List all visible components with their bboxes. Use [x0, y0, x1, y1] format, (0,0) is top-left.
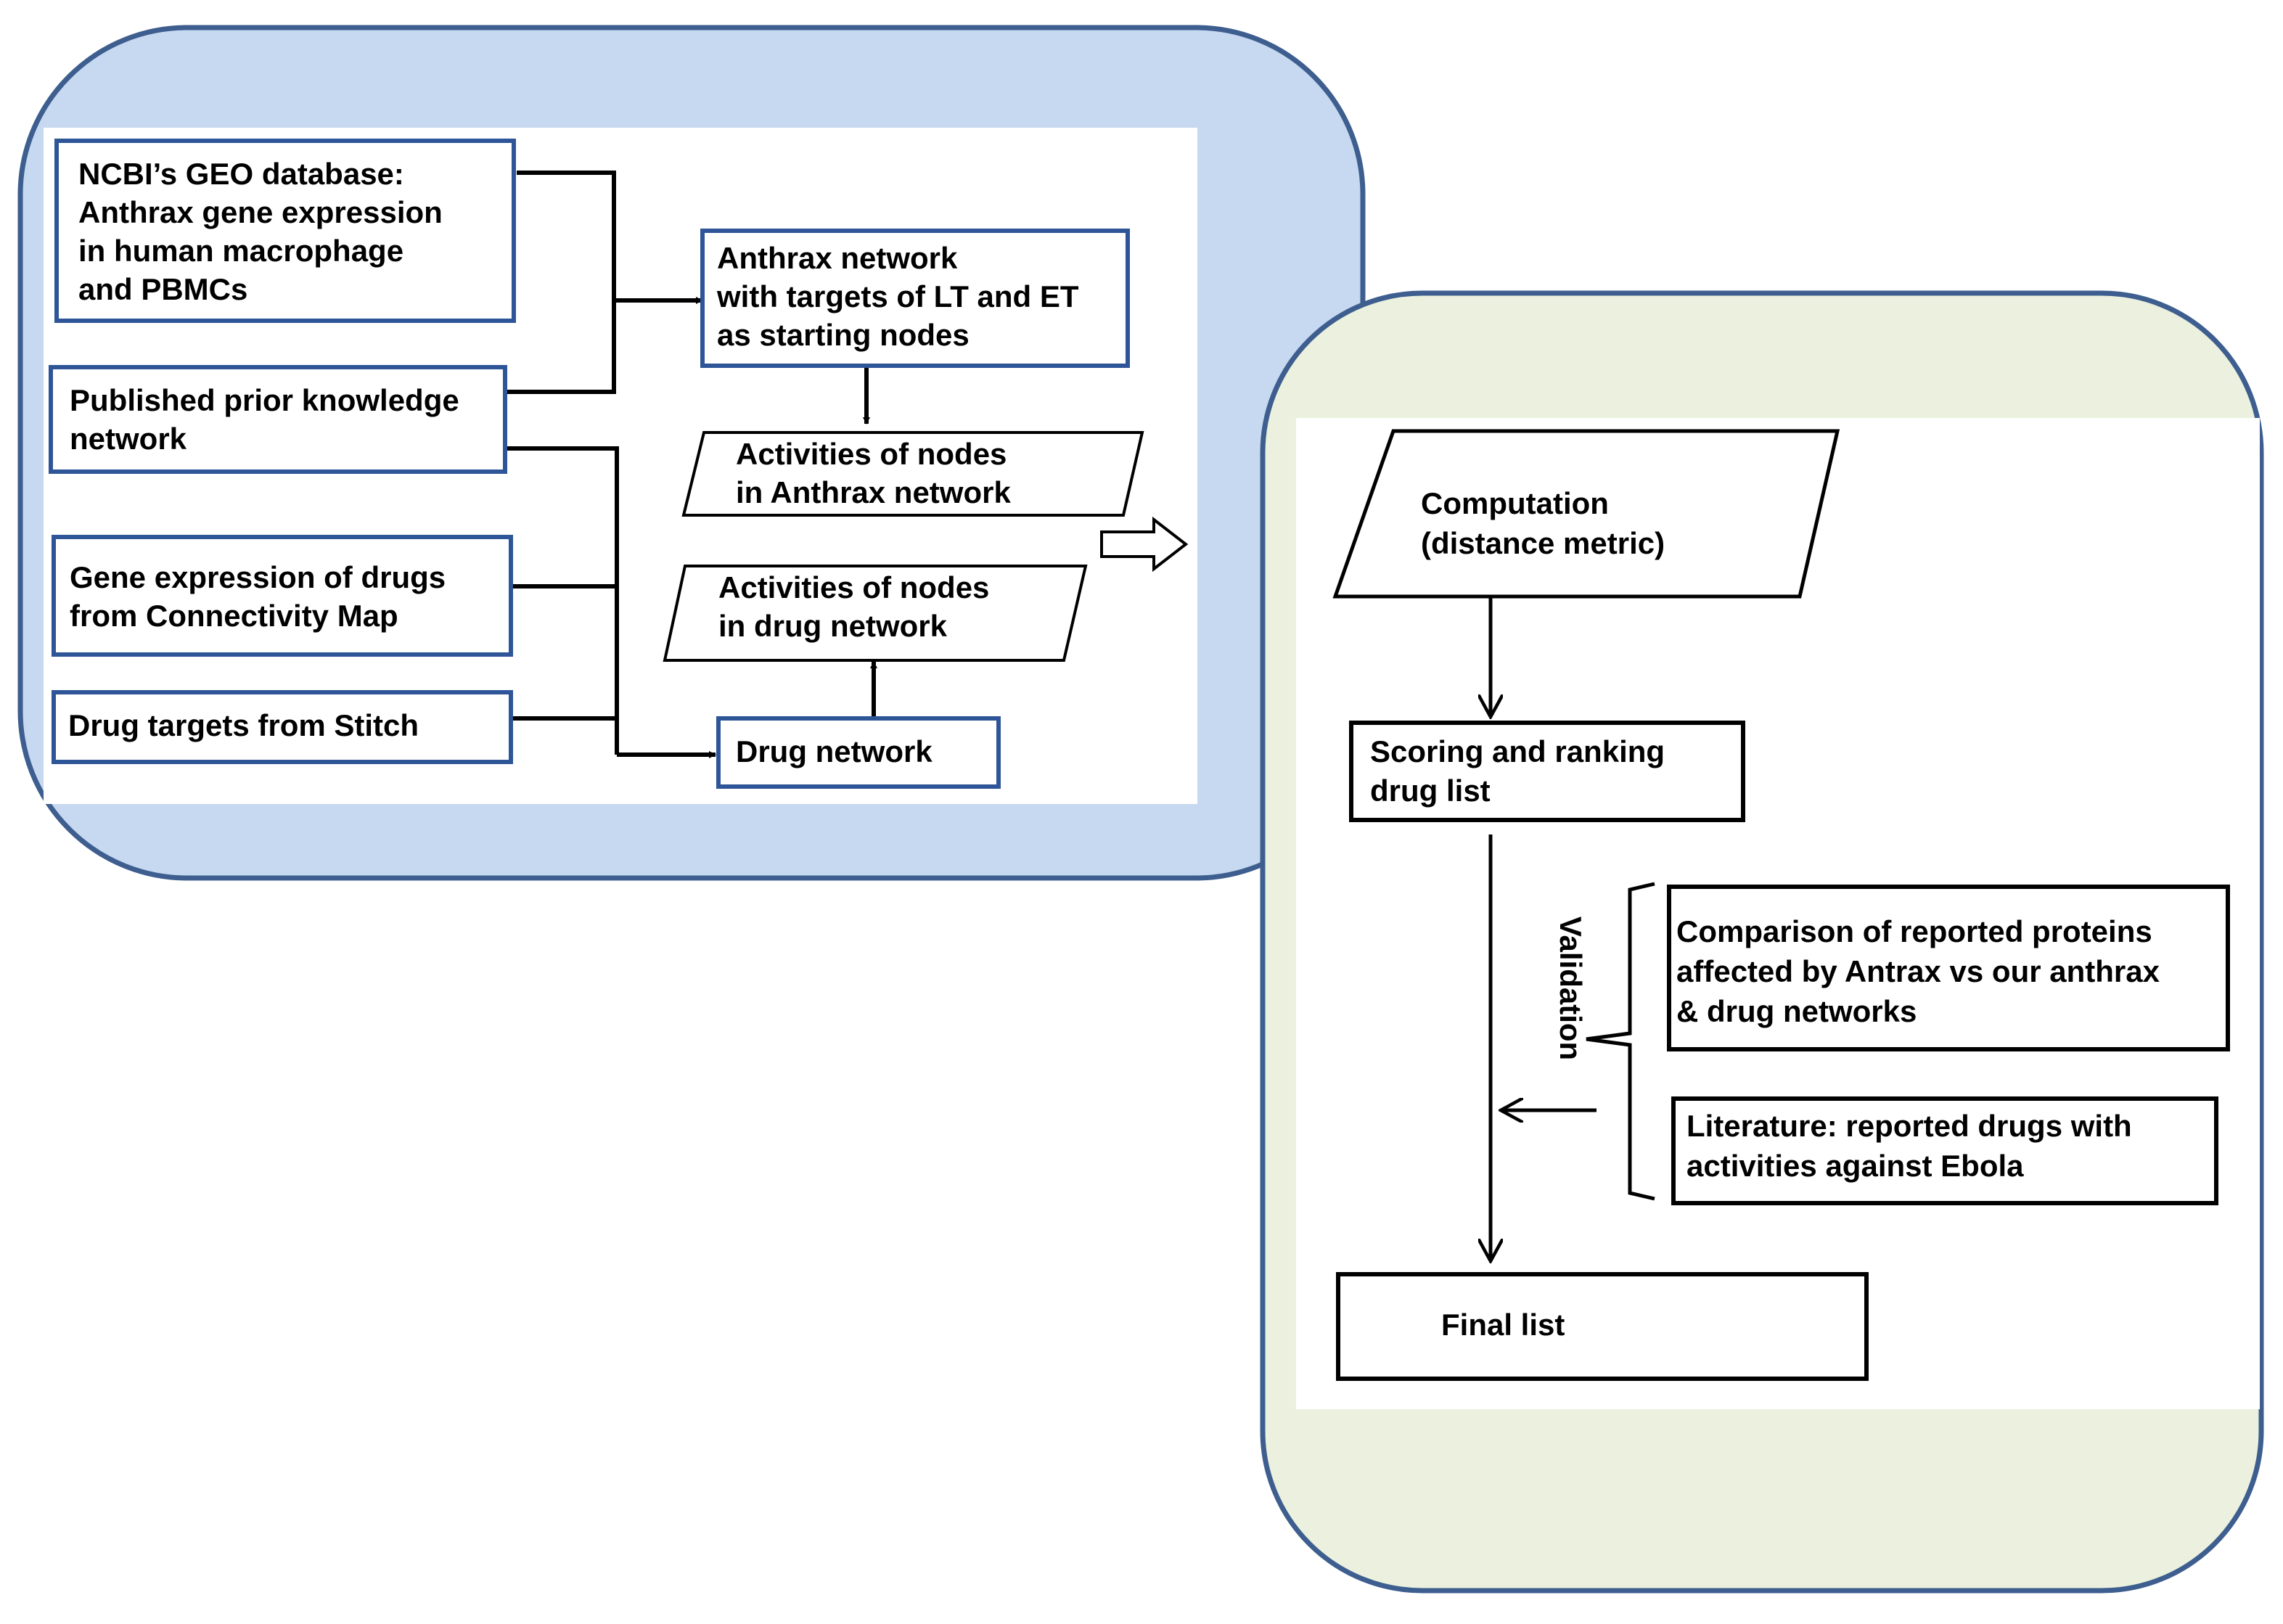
anthrax-line-1: Anthrax network [717, 241, 958, 275]
geo-line-4: and PBMCs [78, 272, 247, 306]
validation-label: Validation [1554, 916, 1588, 1060]
geo-database-box: NCBI’s GEO database: Anthrax gene expres… [54, 139, 516, 323]
final-list-box: Final list [1336, 1272, 1869, 1381]
connectivity-map-box: Gene expression of drugs from Connectivi… [52, 535, 513, 657]
drugnet-line-1: Drug network [736, 734, 933, 768]
drug-network-box: Drug network [716, 716, 1001, 789]
computation-line-2: (distance metric) [1421, 526, 1665, 560]
geo-line-1: NCBI’s GEO database: [78, 157, 404, 191]
stitch-line-1: Drug targets from Stitch [68, 708, 419, 742]
computation-parallelogram: Computation (distance metric) [1332, 429, 1840, 599]
anthrax-line-3: as starting nodes [717, 318, 970, 352]
comparison-line-2: affected by Antrax vs our anthrax [1676, 954, 2160, 988]
svg-text:Final list: Final list [1441, 1308, 1565, 1342]
prior-knowledge-box: Published prior knowledge network [49, 365, 507, 474]
scoring-line-1: Scoring and ranking [1370, 734, 1665, 768]
right-panel: Computation (distance metric) Scoring an… [1260, 290, 2264, 1594]
left-connectors [505, 171, 877, 758]
final-line-1: Final list [1441, 1308, 1565, 1342]
anthrax-network-box: Anthrax network with targets of LT and E… [700, 229, 1130, 368]
right-connectors [1491, 596, 1655, 1261]
svg-text:Drug targets from Stitch: Drug targets from Stitch [68, 708, 419, 742]
svg-text:Computation (distance: Computation (distance metric) [1421, 486, 1665, 560]
act-anthrax-line-2: in Anthrax network [736, 475, 1011, 509]
geo-line-2: Anthrax gene expression [78, 195, 443, 229]
svg-text:NCBI’s GEO database: A: NCBI’s GEO database: Anthrax gene expres… [78, 157, 451, 306]
svg-text:Activities of nodes in: Activities of nodes in drug network [718, 570, 998, 643]
literature-line-2: activities against Ebola [1686, 1149, 2024, 1183]
geo-to-anthrax-connector [505, 171, 616, 394]
cmap-line-1: Gene expression of drugs [70, 560, 446, 594]
literature-line-1: Literature: reported drugs with [1686, 1109, 2132, 1143]
svg-text:Gene expression of drugs: Gene expression of drugs from Connectivi… [70, 560, 454, 633]
scoring-box: Scoring and ranking drug list [1349, 721, 1745, 822]
scoring-line-2: drug list [1370, 774, 1491, 808]
validation-brace [1586, 882, 1655, 1201]
left-panel: NCBI’s GEO database: Anthrax gene expres… [17, 25, 1366, 881]
act-anthrax-line-1: Activities of nodes [736, 437, 1007, 471]
comparison-line-1: Comparison of reported proteins [1676, 914, 2152, 948]
svg-text:Published prior knowledge: Published prior knowledge network [70, 383, 467, 456]
svg-text:Comparison of reported protein: Comparison of reported proteins affected… [1676, 914, 2168, 1028]
svg-text:Anthrax network with t: Anthrax network with targets of LT and E… [716, 241, 1087, 352]
flow-to-right-panel-arrow [1100, 516, 1189, 573]
stitch-box: Drug targets from Stitch [52, 690, 513, 764]
geo-line-3: in human macrophage [78, 234, 403, 268]
anthrax-line-2: with targets of LT and ET [716, 279, 1079, 313]
prior-to-drug-connector [505, 446, 619, 755]
act-drug-line-2: in drug network [718, 609, 948, 643]
prior-line-1: Published prior knowledge [70, 383, 459, 417]
prior-line-2: network [70, 422, 187, 456]
activities-drug-parallelogram: Activities of nodes in drug network [663, 565, 1088, 662]
svg-text:Literature: reported drugs wi: Literature: reported drugs with activiti… [1686, 1109, 2140, 1183]
comparison-box: Comparison of reported proteins affected… [1667, 885, 2230, 1051]
computation-line-1: Computation [1421, 486, 1609, 520]
svg-text:Activities of nodes in: Activities of nodes in Anthrax network [736, 437, 1015, 509]
cmap-line-2: from Connectivity Map [70, 599, 398, 633]
comparison-line-3: & drug networks [1676, 994, 1917, 1028]
svg-text:Drug network: Drug network [736, 734, 933, 768]
act-drug-line-1: Activities of nodes [718, 570, 989, 604]
svg-text:Scoring and ranking dr: Scoring and ranking drug list [1370, 734, 1673, 808]
activities-anthrax-parallelogram: Activities of nodes in Anthrax network [681, 431, 1144, 517]
literature-box: Literature: reported drugs with activiti… [1671, 1096, 2218, 1205]
